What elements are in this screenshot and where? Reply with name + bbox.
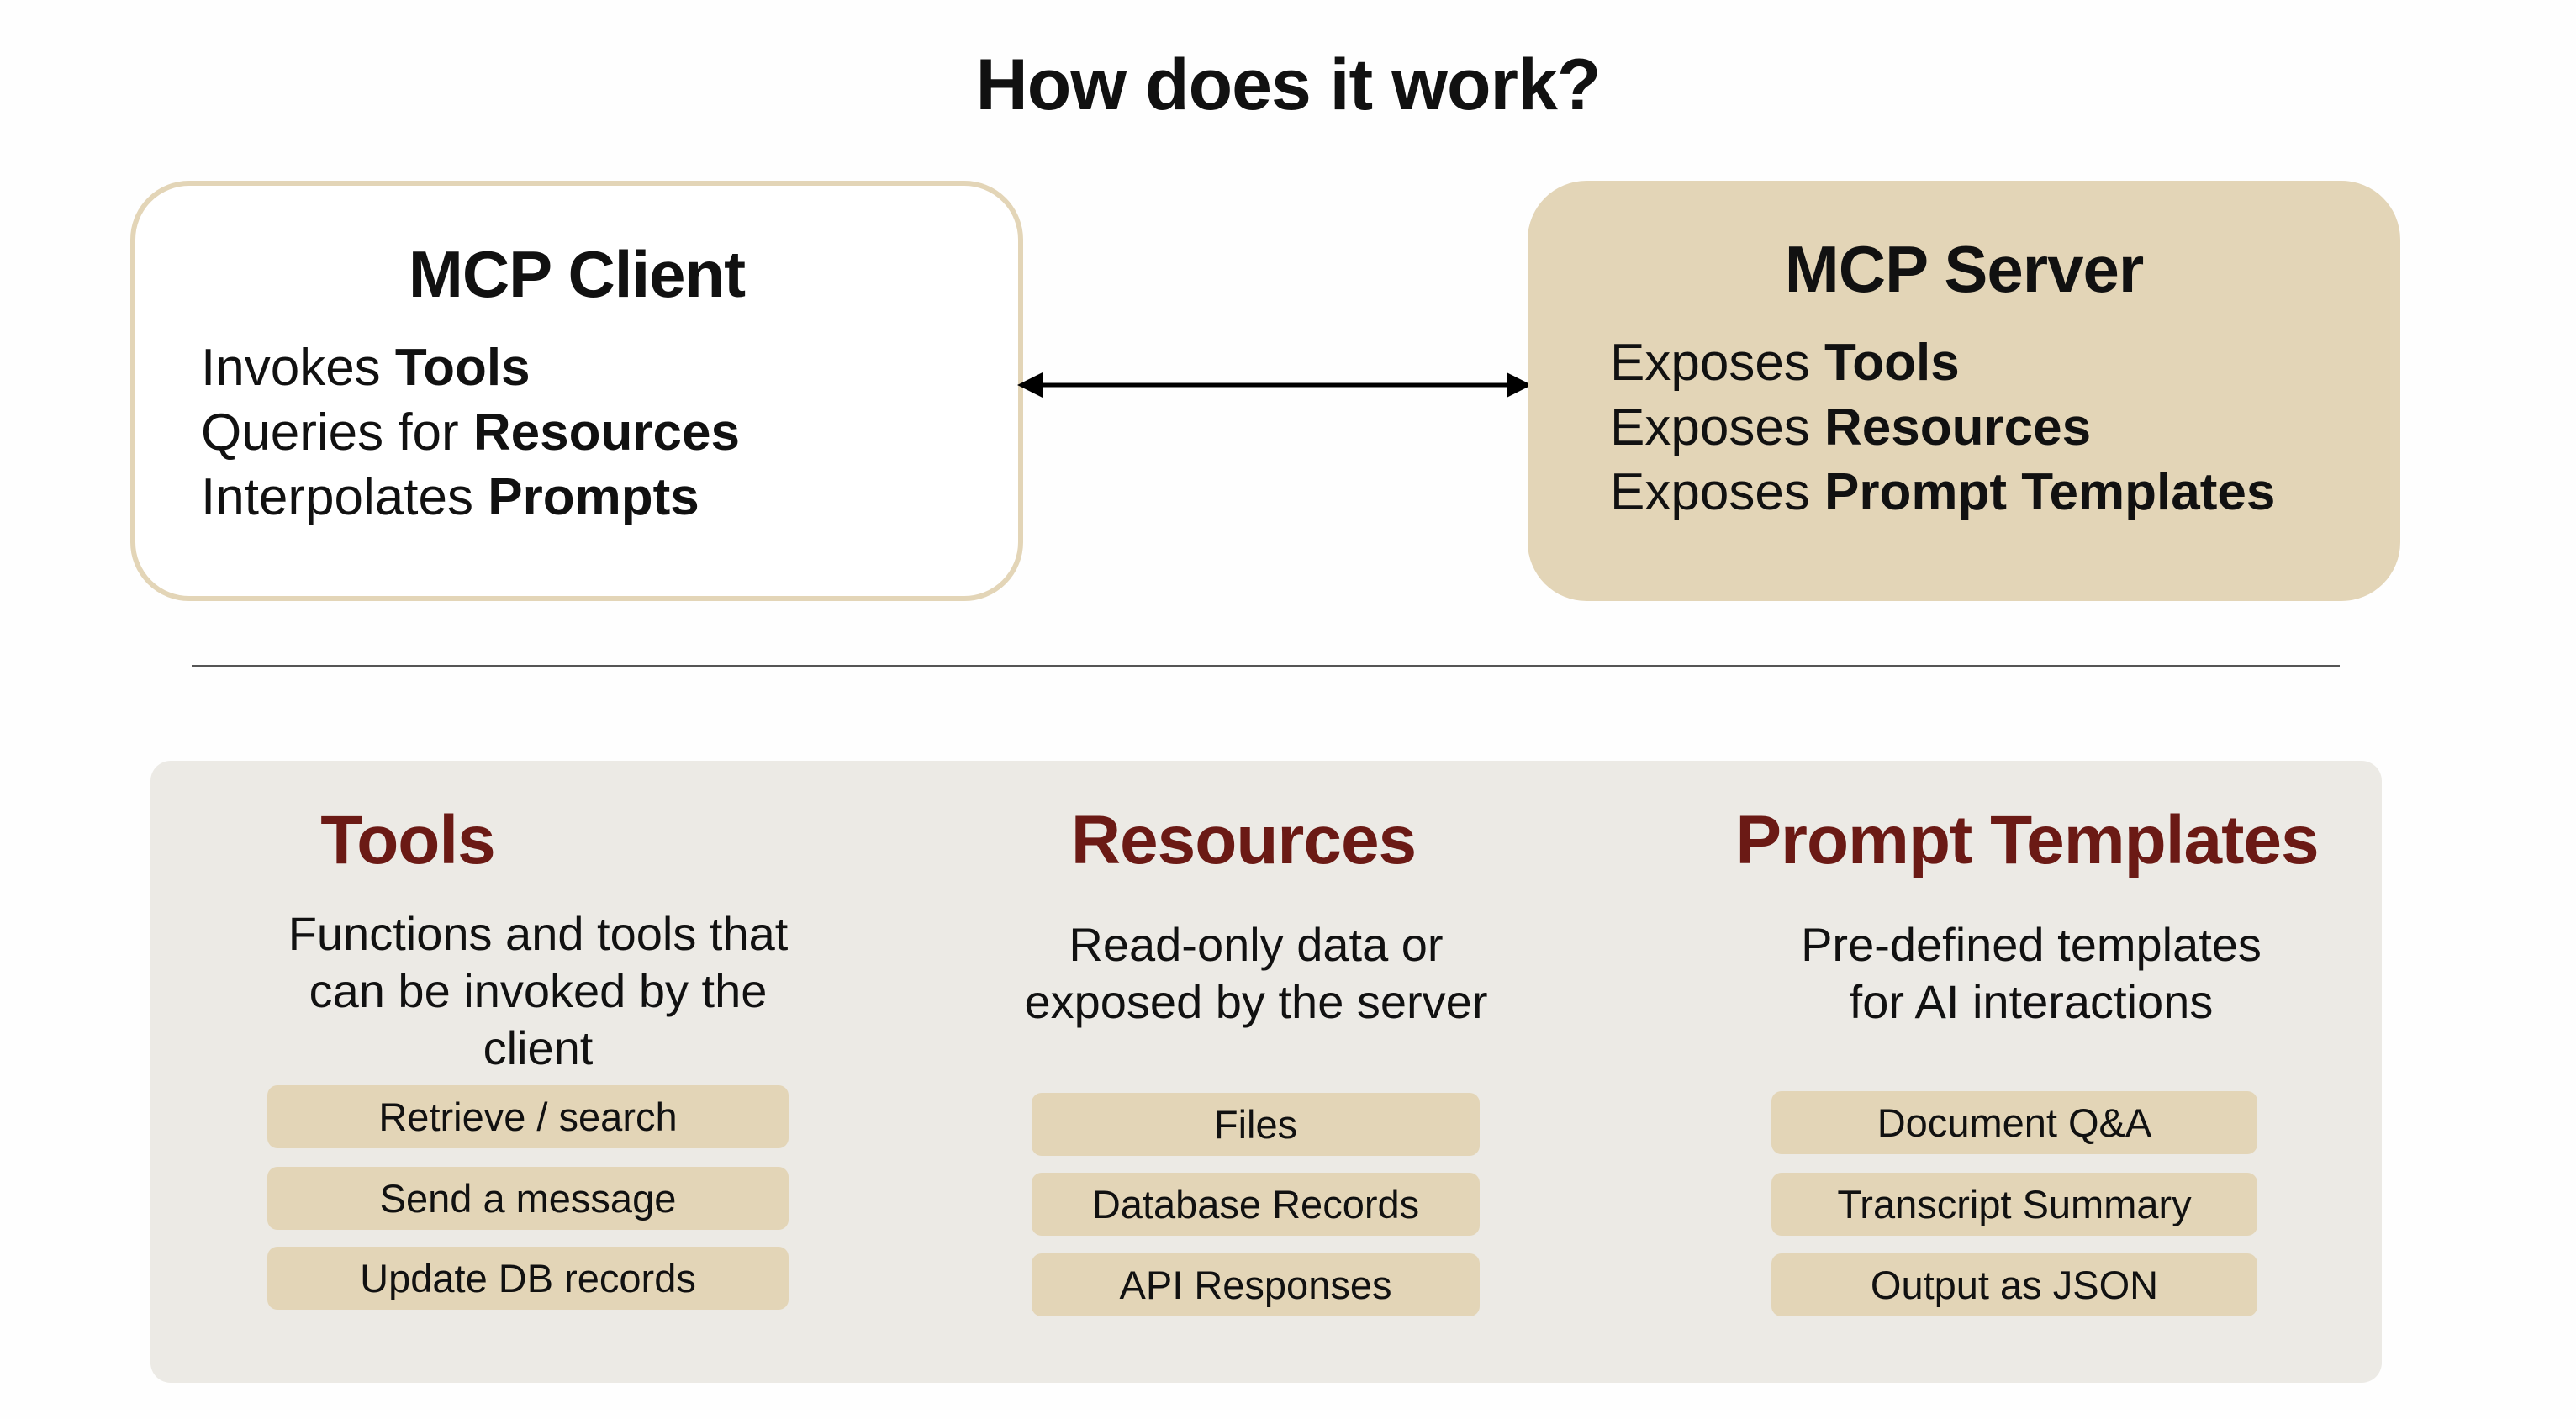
mcp-server-capabilities: Exposes Tools Exposes Resources Exposes … [1610,330,2275,525]
description-line: exposed by the server [1024,975,1488,1028]
mcp-client-capabilities: Invokes Tools Queries for Resources Inte… [201,335,740,530]
example-chip: Document Q&A [1771,1091,2257,1154]
example-chip: Send a message [267,1167,789,1230]
description-line: Read-only data or [1069,918,1444,971]
bidirectional-arrow-icon [1017,372,1532,398]
client-capability: Interpolates Prompts [201,465,740,530]
primitive-column-tools: Tools Functions and tools that can be in… [150,761,926,1383]
capability-object: Resources [472,404,740,462]
example-chip: Files [1032,1093,1480,1156]
client-capability: Queries for Resources [201,400,740,465]
client-capability: Invokes Tools [201,335,740,400]
capability-object: Resources [1824,398,2092,456]
mcp-server-box: MCP Server Exposes Tools Exposes Resourc… [1528,181,2400,601]
section-divider [192,665,2340,667]
primitive-description: Functions and tools that can be invoked … [150,905,926,1077]
primitive-column-prompt-templates: Prompt Templates Pre-defined templates f… [1681,761,2382,1383]
description-line: for AI interactions [1849,975,2214,1028]
description-line: Pre-defined templates [1801,918,2262,971]
example-chip: Update DB records [267,1247,789,1310]
description-line: Functions and tools that [288,907,789,960]
capability-object: Tools [1824,334,1960,392]
capability-object: Tools [394,339,531,397]
capability-verb: Exposes [1610,398,1825,456]
primitive-description: Read-only data or exposed by the server [874,916,1639,1031]
primitive-title: Tools [320,802,496,878]
description-line: can be invoked by the [309,964,768,1017]
server-capability: Exposes Prompt Templates [1610,460,2275,525]
arrow-head-left [1017,372,1043,398]
capability-verb: Exposes [1610,334,1825,392]
page-title: How does it work? [975,45,1602,125]
primitive-title: Resources [1070,802,1417,878]
mcp-client-box: MCP Client Invokes Tools Queries for Res… [130,181,1023,601]
primitives-panel: Tools Functions and tools that can be in… [150,761,2382,1383]
server-capability: Exposes Resources [1610,395,2275,460]
arrow-head-right [1507,372,1532,398]
example-chip: API Responses [1032,1253,1480,1316]
example-chip: Output as JSON [1771,1253,2257,1316]
capability-verb: Exposes [1610,463,1825,521]
primitive-column-resources: Resources Read-only data or exposed by t… [874,761,1639,1383]
capability-verb: Queries for [201,404,473,462]
example-chip: Retrieve / search [267,1085,789,1148]
capability-verb: Invokes [201,339,395,397]
mcp-client-title: MCP Client [408,237,746,311]
example-chip: Database Records [1032,1173,1480,1236]
primitive-title: Prompt Templates [1735,802,2319,878]
example-chip: Transcript Summary [1771,1173,2257,1236]
primitive-description: Pre-defined templates for AI interaction… [1681,916,2382,1031]
capability-verb: Interpolates [201,468,488,526]
capability-object: Prompts [488,468,699,526]
capability-object: Prompt Templates [1824,463,2276,521]
mcp-server-title: MCP Server [1784,232,2144,306]
description-line: client [483,1021,594,1074]
server-capability: Exposes Tools [1610,330,2275,395]
